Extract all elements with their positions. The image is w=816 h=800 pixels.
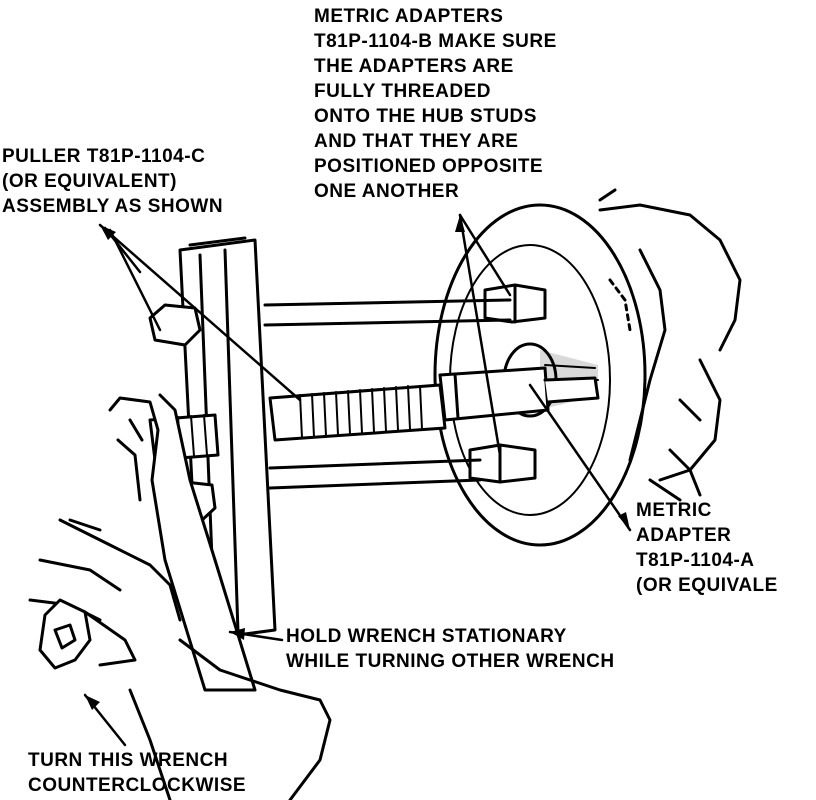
callout-line: PULLER T81P-1104-C <box>2 146 206 167</box>
callout-line: ONTO THE HUB STUDS <box>314 106 537 127</box>
hub-assembly <box>598 188 742 502</box>
callout-line: (OR EQUIVALE <box>636 575 778 596</box>
callout-line: TURN THIS WRENCH <box>28 750 229 771</box>
callout-line: (OR EQUIVALENT) <box>2 171 177 192</box>
callout-line: FULLY THREADED <box>314 81 491 102</box>
hub-stud-lower <box>468 443 537 484</box>
plate-nut-upper <box>148 303 202 347</box>
callout-metric-adapter: METRIC ADAPTER T81P-1104-A (OR EQUIVALE <box>636 498 778 598</box>
callout-line: ADAPTER <box>636 525 732 546</box>
callout-line: T81P-1104-B MAKE SURE <box>314 31 557 52</box>
callout-puller: PULLER T81P-1104-C (OR EQUIVALENT) ASSEM… <box>2 144 223 219</box>
callout-line: ONE ANOTHER <box>314 181 460 202</box>
turning-wrench <box>38 598 137 670</box>
callout-hold-wrench: HOLD WRENCH STATIONARY WHILE TURNING OTH… <box>286 624 615 674</box>
leader-lines <box>83 213 632 747</box>
callout-line: T81P-1104-A <box>636 550 755 571</box>
callout-line: POSITIONED OPPOSITE <box>314 156 544 177</box>
callout-line: ASSEMBLY AS SHOWN <box>2 196 224 217</box>
callout-line: THE ADAPTERS ARE <box>314 56 514 77</box>
stationary-wrench <box>108 393 257 692</box>
callout-turn-wrench: TURN THIS WRENCH COUNTERCLOCKWISE <box>28 748 246 798</box>
hub-stud-upper <box>483 283 547 324</box>
callout-line: AND THAT THEY ARE <box>314 131 519 152</box>
callout-line: METRIC ADAPTERS <box>314 6 504 27</box>
callout-line: HOLD WRENCH STATIONARY <box>286 626 567 647</box>
callout-line: METRIC <box>636 500 712 521</box>
callout-metric-adapters-note: METRIC ADAPTERS T81P-1104-B MAKE SURE TH… <box>314 4 557 204</box>
puller-rods <box>263 298 512 490</box>
forcing-screw <box>268 366 600 442</box>
callout-line: WHILE TURNING OTHER WRENCH <box>286 651 615 672</box>
leader-arrowheads <box>85 215 630 710</box>
callout-line: COUNTERCLOCKWISE <box>28 775 247 796</box>
